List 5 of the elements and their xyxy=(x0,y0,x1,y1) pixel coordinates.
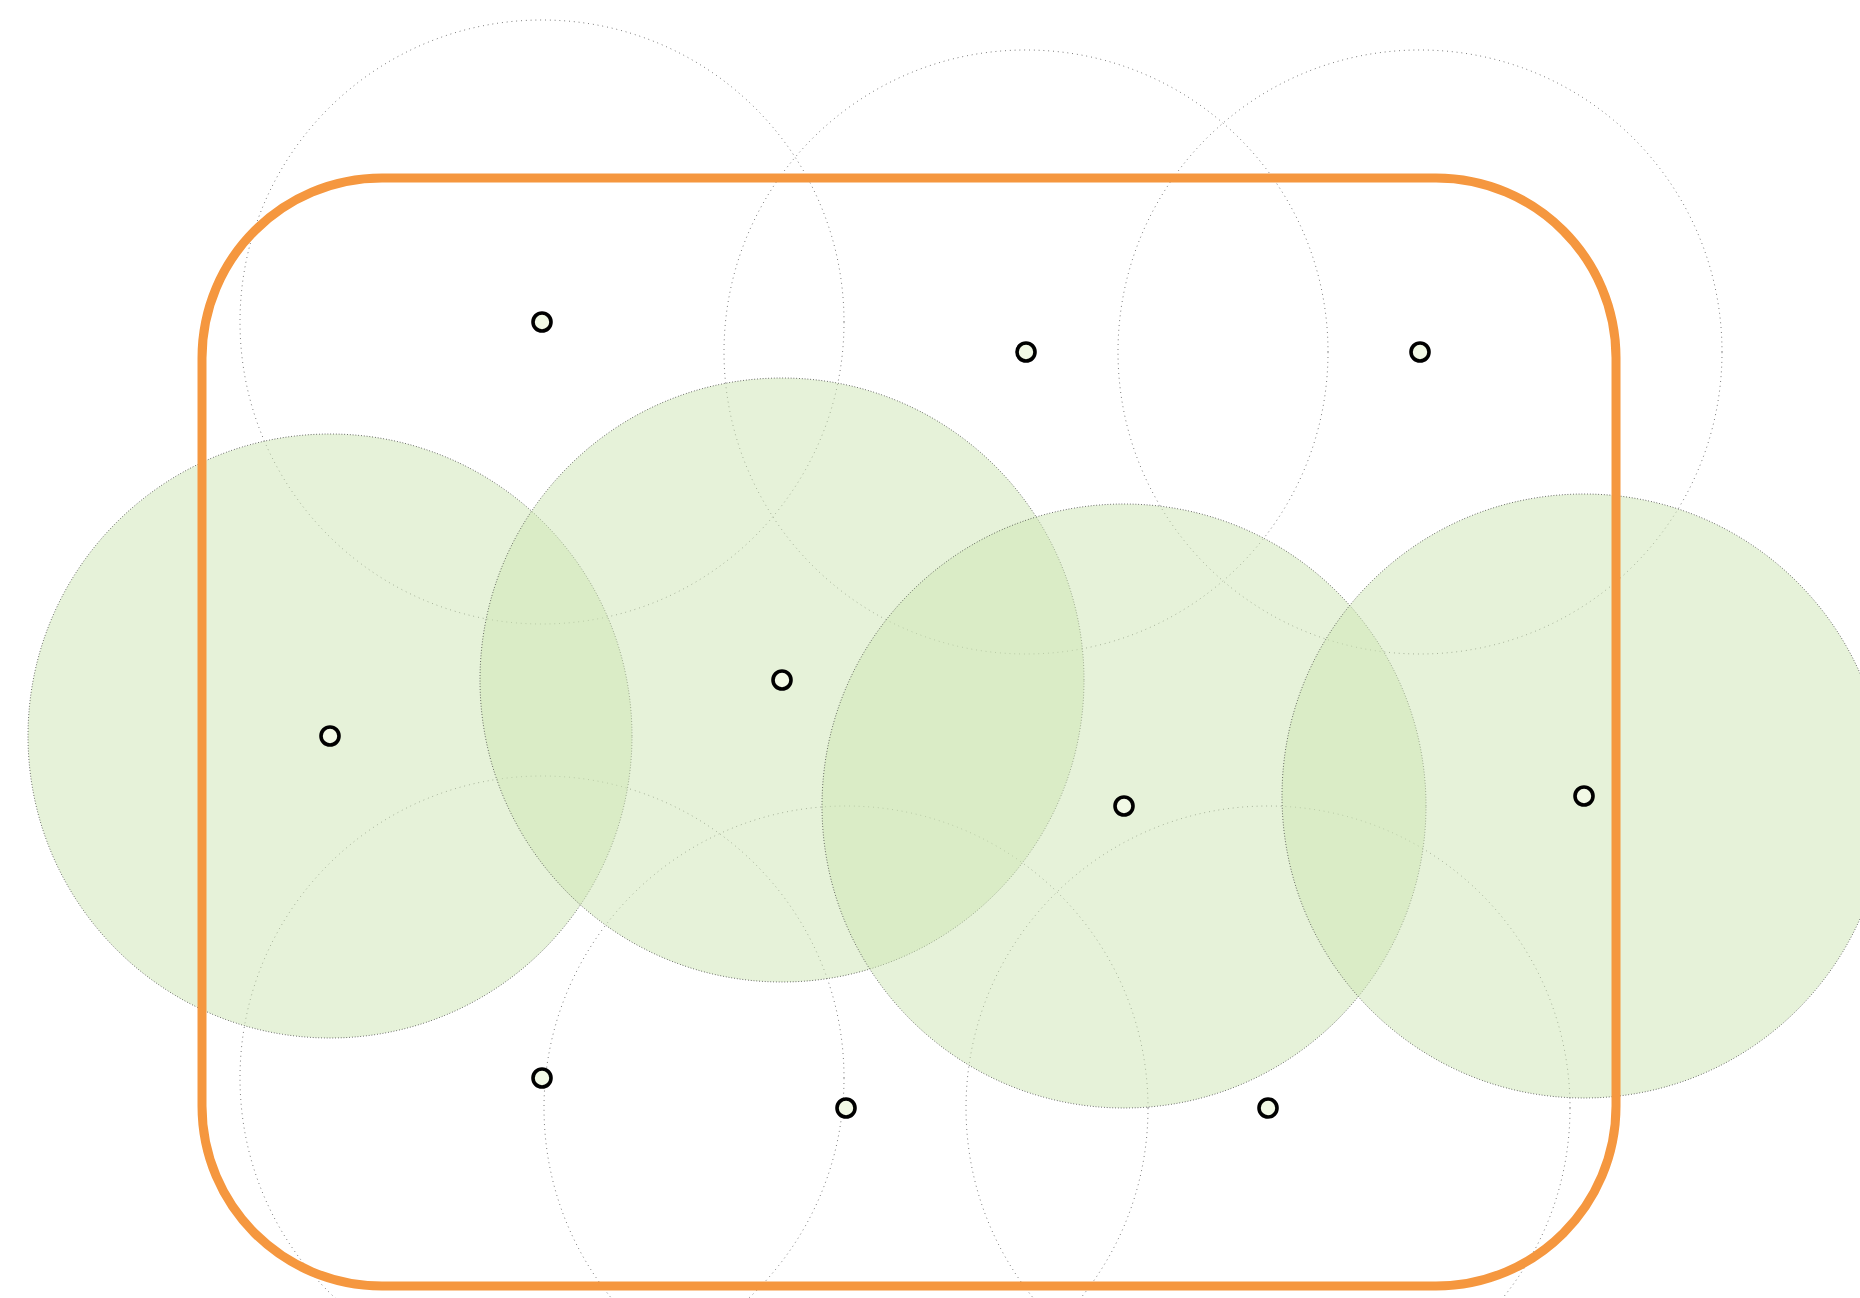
dotted-circle xyxy=(1117,49,1723,655)
shaded-circle xyxy=(1281,493,1860,1099)
dotted-circle xyxy=(723,49,1329,655)
rounded-frame xyxy=(197,173,1621,1291)
dotted-circle xyxy=(239,19,845,625)
